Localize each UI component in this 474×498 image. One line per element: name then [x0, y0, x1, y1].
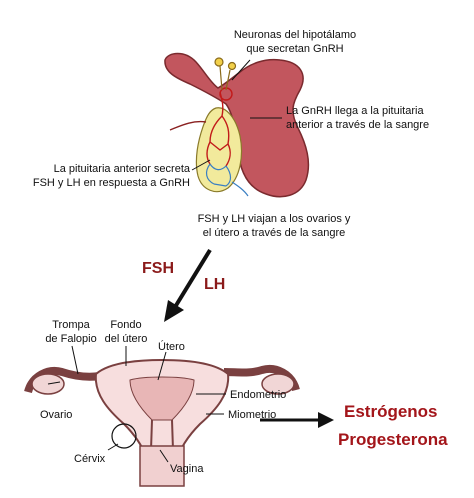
fallopian-tube-line-2: de Falopio	[45, 333, 97, 345]
blood-travel-line-2: el útero a través de la sangre	[202, 227, 346, 239]
hypothalamus-neurons-line-2: que secretan GnRH	[246, 43, 344, 55]
vagina-label: Vagina	[170, 463, 204, 475]
uterus-label: Útero	[158, 341, 185, 353]
pituitary-secretion-line-1: La pituitaria anterior secreta	[53, 163, 190, 175]
gnrh-transport-label: La GnRH llega a la pituitaria anterior a…	[286, 104, 429, 132]
fundus-line-2: del útero	[104, 333, 148, 345]
lh-label: LH	[204, 276, 226, 293]
fallopian-tube-label: Trompa de Falopio	[36, 318, 106, 346]
estrogens-label: Estrógenos	[344, 402, 438, 421]
gnrh-transport-line-1: La GnRH llega a la pituitaria	[286, 105, 424, 117]
neuron-stalks	[214, 57, 237, 91]
portal-vessels-red	[206, 87, 233, 167]
fundus-label: Fondo del útero	[96, 318, 156, 346]
ovary-right	[261, 373, 295, 395]
endometrium-layer	[129, 376, 195, 421]
fundus-line-1: Fondo	[110, 319, 142, 331]
artery-left	[169, 120, 207, 131]
hormone-arrow	[164, 248, 212, 322]
leader-lines	[191, 59, 282, 171]
fallopian-tube-line-1: Trompa	[52, 319, 90, 331]
uterus-leader-lines	[47, 345, 226, 463]
gnrh-transport-line-2: anterior a través de la sangre	[286, 119, 430, 131]
progesterone-label: Progesterona	[338, 430, 448, 449]
fsh-label: FSH	[142, 260, 174, 277]
pituitary-secretion-line-2: FSH y LH en respuesta a GnRH	[32, 177, 190, 189]
hypothalamus-neurons-line-1: Neuronas del hipotálamo	[233, 29, 357, 41]
cervix-highlight	[111, 423, 137, 449]
endometrium-label: Endometrio	[230, 389, 287, 401]
output-arrow	[260, 412, 334, 428]
blood-travel-label: FSH y LH viajan a los ovarios y el útero…	[174, 212, 374, 240]
myometrium-label: Miometrio	[228, 409, 277, 421]
blood-travel-line-1: FSH y LH viajan a los ovarios y	[197, 213, 351, 225]
portal-vessels-blue	[205, 163, 249, 197]
uterus-drawing	[24, 358, 300, 487]
ovary-label: Ovario	[40, 409, 73, 421]
hypothalamus-neurons-label: Neuronas del hipotálamo que secretan GnR…	[220, 28, 370, 56]
pituitary-secretion-label: La pituitaria anterior secreta FSH y LH …	[14, 162, 190, 190]
hypothalamus-pituitary-drawing	[164, 52, 310, 198]
cervix-label: Cérvix	[74, 453, 106, 465]
